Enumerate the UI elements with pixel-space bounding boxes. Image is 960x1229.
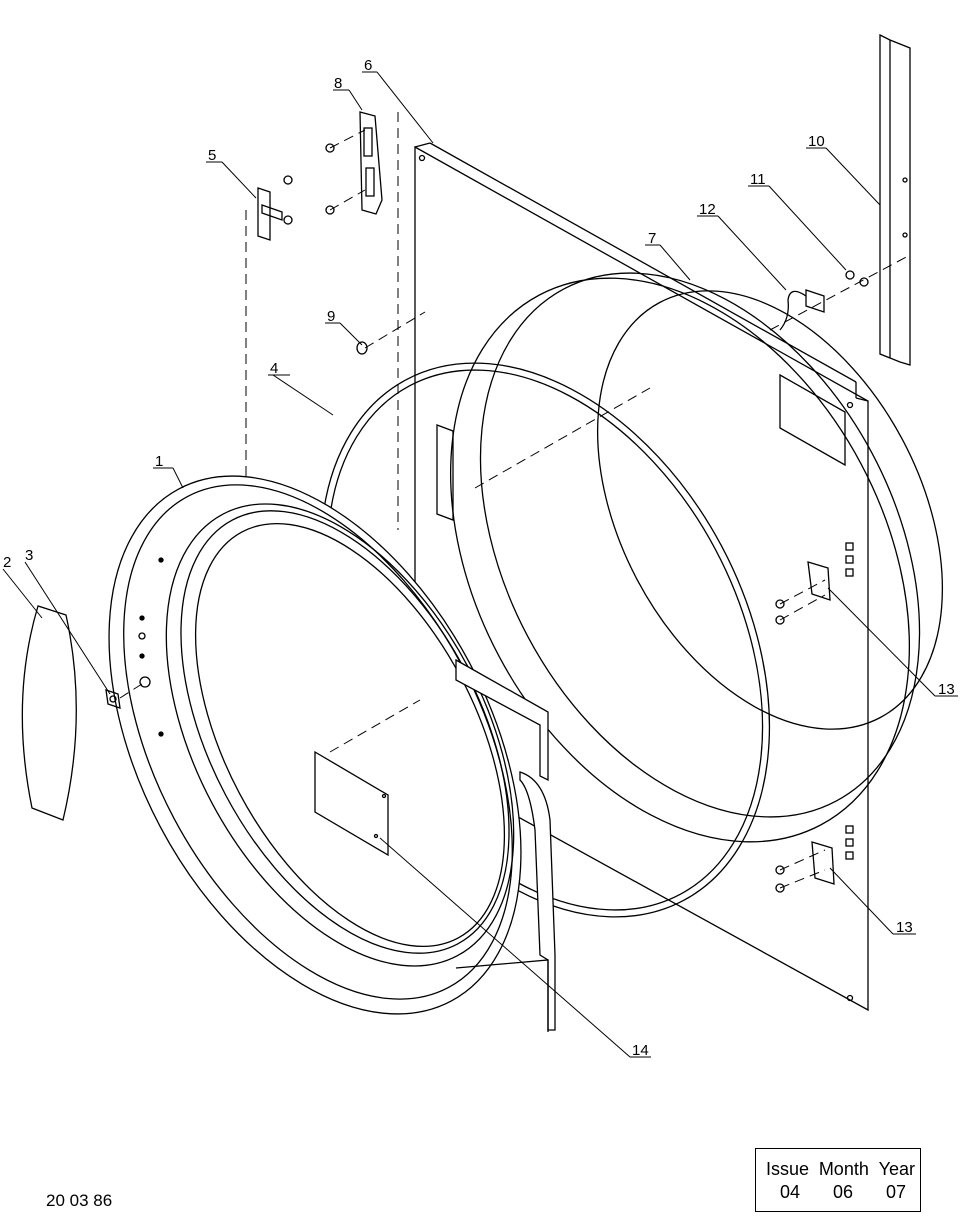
drawing-number: 20 03 86 xyxy=(46,1191,113,1210)
callout-3: 3 xyxy=(25,547,33,564)
callout-12: 12 xyxy=(699,201,716,218)
door-switch xyxy=(779,270,869,331)
latch-upper xyxy=(775,561,831,625)
hinge-block xyxy=(257,175,293,241)
month-header: Month xyxy=(818,1159,869,1179)
callout-14: 14 xyxy=(632,1042,649,1059)
assembly-lines xyxy=(119,112,911,889)
door-hinge xyxy=(455,658,556,1032)
callout-2: 2 xyxy=(3,554,11,571)
callout-6: 6 xyxy=(364,57,372,74)
callout-7: 7 xyxy=(648,230,656,247)
issue-header: Issue xyxy=(766,1159,810,1179)
callout-8: 8 xyxy=(334,75,342,92)
access-cover xyxy=(314,750,389,857)
issue-value: 04 xyxy=(780,1182,801,1202)
callout-10: 10 xyxy=(808,133,825,150)
door-ring xyxy=(108,475,522,1015)
callout-1: 1 xyxy=(155,453,163,470)
mounting-bracket xyxy=(879,33,911,366)
callout-13-lower: 13 xyxy=(896,919,913,936)
issue-table: Issue Month Year 04 06 07 xyxy=(755,1148,921,1212)
door-catch xyxy=(105,689,121,709)
callout-9: 9 xyxy=(327,308,335,325)
callout-4: 4 xyxy=(270,360,278,377)
issue-table-header: Issue Month Year xyxy=(756,1149,920,1180)
door-lock-bracket xyxy=(325,111,383,215)
callout-labels: 1 2 3 4 5 6 7 8 9 10 11 12 13 13 14 xyxy=(3,57,955,1059)
month-value: 06 xyxy=(832,1182,854,1202)
leader-lines xyxy=(2,71,958,1058)
year-header: Year xyxy=(878,1159,915,1179)
drum-opening xyxy=(450,272,944,843)
callout-5: 5 xyxy=(208,147,216,164)
year-value: 07 xyxy=(885,1182,906,1202)
callout-13-upper: 13 xyxy=(938,681,955,698)
issue-table-values: 04 06 07 xyxy=(756,1180,920,1203)
door-glass xyxy=(21,605,77,821)
callout-11: 11 xyxy=(750,171,766,188)
panel-plug xyxy=(356,341,368,355)
